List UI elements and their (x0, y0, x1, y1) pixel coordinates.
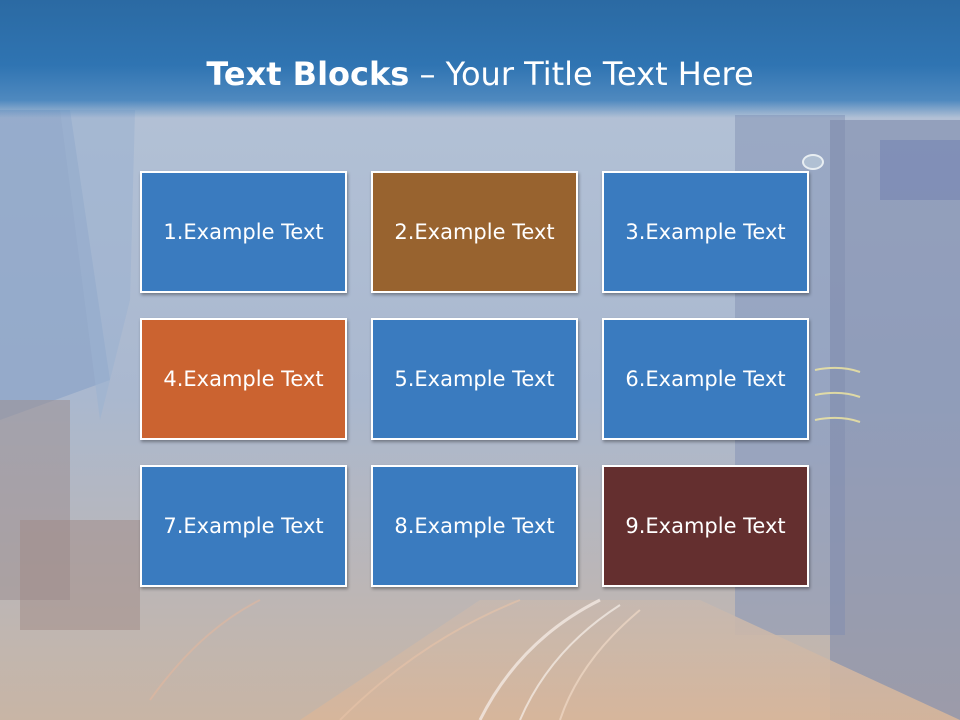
text-block-label: 7.Example Text (163, 514, 324, 538)
text-block-3[interactable]: 3.Example Text (602, 171, 809, 293)
title-bar (0, 0, 960, 118)
text-block-label: 4.Example Text (163, 367, 324, 391)
decorative-circle (802, 154, 824, 170)
text-block-5[interactable]: 5.Example Text (371, 318, 578, 440)
title-dash: – (409, 55, 446, 93)
text-block-8[interactable]: 8.Example Text (371, 465, 578, 587)
text-block-label: 1.Example Text (163, 220, 324, 244)
text-block-6[interactable]: 6.Example Text (602, 318, 809, 440)
text-block-label: 5.Example Text (394, 367, 555, 391)
slide-title[interactable]: Text Blocks – Your Title Text Here (0, 54, 960, 94)
text-block-9[interactable]: 9.Example Text (602, 465, 809, 587)
title-rest: Your Title Text Here (445, 55, 754, 93)
text-block-label: 6.Example Text (625, 367, 786, 391)
text-block-4[interactable]: 4.Example Text (140, 318, 347, 440)
title-bold-part: Text Blocks (206, 55, 410, 93)
text-block-label: 8.Example Text (394, 514, 555, 538)
text-block-1[interactable]: 1.Example Text (140, 171, 347, 293)
text-block-label: 3.Example Text (625, 220, 786, 244)
text-block-label: 9.Example Text (625, 514, 786, 538)
text-block-7[interactable]: 7.Example Text (140, 465, 347, 587)
text-block-label: 2.Example Text (394, 220, 555, 244)
text-block-2[interactable]: 2.Example Text (371, 171, 578, 293)
